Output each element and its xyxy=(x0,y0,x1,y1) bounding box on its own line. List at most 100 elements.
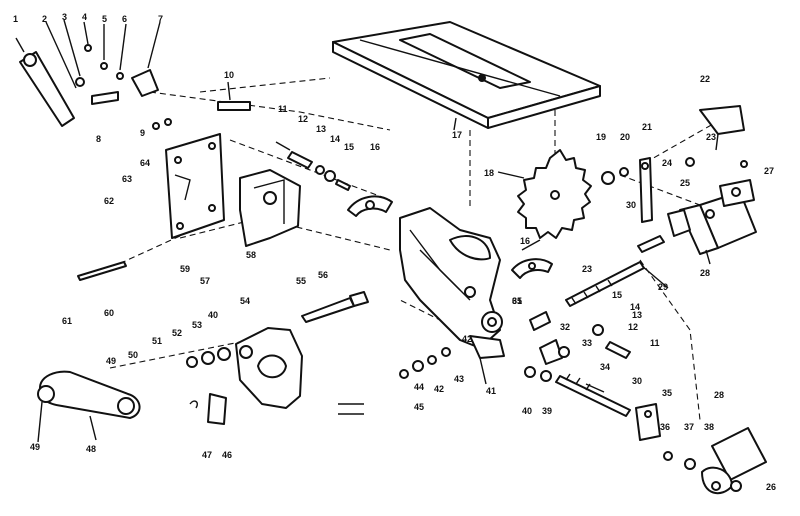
callout-17: 17 xyxy=(452,130,462,140)
callout-15-lower: 15 xyxy=(612,290,622,300)
trunnion-bracket xyxy=(239,169,301,247)
callout-5: 5 xyxy=(102,14,107,24)
callout-46: 46 xyxy=(222,450,232,460)
callout-10: 10 xyxy=(224,70,234,80)
callout-14-upper: 14 xyxy=(330,134,340,144)
callout-27: 27 xyxy=(764,166,774,176)
callout-25: 25 xyxy=(680,178,690,188)
callout-6: 6 xyxy=(122,14,127,24)
blank-marks xyxy=(338,403,364,415)
callout-9: 9 xyxy=(140,128,145,138)
callout-42-lower: 42 xyxy=(434,384,444,394)
handle-arm xyxy=(19,51,75,127)
link-46 xyxy=(189,393,227,425)
callout-22: 22 xyxy=(700,74,710,84)
link-35 xyxy=(635,403,661,441)
callout-47: 47 xyxy=(202,450,212,460)
pulley-stack xyxy=(186,347,231,368)
mount-plate-25 xyxy=(719,179,755,207)
callout-23-lower: 23 xyxy=(582,264,592,274)
callout-44: 44 xyxy=(414,382,424,392)
callout-3: 3 xyxy=(62,12,67,22)
callout-61: 61 xyxy=(62,316,72,326)
callout-13-upper: 13 xyxy=(316,124,326,134)
motor-yoke-casting xyxy=(399,207,505,359)
callout-16-upper: 16 xyxy=(370,142,380,152)
center-lower-washers xyxy=(399,347,451,379)
shaft-60 xyxy=(77,261,127,281)
blade-guard-16b xyxy=(511,258,553,279)
callout-49-top: 49 xyxy=(106,356,116,366)
callout-52: 52 xyxy=(172,328,182,338)
callout-12-lower: 12 xyxy=(628,322,638,332)
upper-hardware-stack xyxy=(275,141,351,191)
motor-upper xyxy=(667,191,757,255)
callout-58: 58 xyxy=(246,250,256,260)
callout-11-upper: 11 xyxy=(278,104,288,114)
callout-38: 38 xyxy=(704,422,714,432)
callout-35: 35 xyxy=(662,388,672,398)
blade-washer-19 xyxy=(601,167,629,185)
callout-55: 55 xyxy=(296,276,306,286)
callout-23-upper: 23 xyxy=(706,132,716,142)
callout-42-upper: 42 xyxy=(462,334,472,344)
callout-36: 36 xyxy=(660,422,670,432)
callout-24: 24 xyxy=(662,158,672,168)
callout-29: 29 xyxy=(658,282,668,292)
callout-28-lower: 28 xyxy=(714,390,724,400)
table-top xyxy=(332,21,601,129)
callout-16-lower: 16 xyxy=(520,236,530,246)
callout-65: 65 xyxy=(512,296,522,306)
callout-14-lower: 14 xyxy=(630,302,640,312)
callout-32: 32 xyxy=(560,322,570,332)
callout-54: 54 xyxy=(240,296,250,306)
callout-41: 41 xyxy=(486,386,496,396)
callout-18: 18 xyxy=(484,168,494,178)
motor-lower xyxy=(701,427,767,495)
callout-34: 34 xyxy=(600,362,610,372)
shaft-34 xyxy=(555,373,631,417)
callout-28-upper: 28 xyxy=(700,268,710,278)
callout-57: 57 xyxy=(200,276,210,286)
leader-lines xyxy=(15,19,711,443)
mounting-plate xyxy=(165,133,225,239)
callout-4a: 4 xyxy=(82,12,87,22)
callout-11-lower: 11 xyxy=(650,338,660,348)
callout-48: 48 xyxy=(86,444,96,454)
callout-60: 60 xyxy=(104,308,114,318)
callout-13-lower: 13 xyxy=(632,310,642,320)
callout-45: 45 xyxy=(414,402,424,412)
callout-39: 39 xyxy=(542,406,552,416)
small-hardware-right xyxy=(685,157,748,168)
callout-53: 53 xyxy=(192,320,202,330)
callout-20: 20 xyxy=(620,132,630,142)
callout-59: 59 xyxy=(180,264,190,274)
motor-bracket-22 xyxy=(699,105,745,151)
callout-63: 63 xyxy=(122,174,132,184)
callout-56: 56 xyxy=(318,270,328,280)
callout-37: 37 xyxy=(684,422,694,432)
callout-49-left: 49 xyxy=(30,442,40,452)
callout-19: 19 xyxy=(596,132,606,142)
callout-40-left: 40 xyxy=(208,310,218,320)
callout-1: 1 xyxy=(13,14,18,24)
callout-2: 2 xyxy=(42,14,47,24)
callout-64: 64 xyxy=(140,158,150,168)
callout-43: 43 xyxy=(454,374,464,384)
blade-guard-16a xyxy=(347,195,393,217)
callout-30-upper: 30 xyxy=(626,200,636,210)
lower-right-washers xyxy=(663,451,742,492)
link-21 xyxy=(639,157,653,223)
callout-62: 62 xyxy=(104,196,114,206)
callout-33: 33 xyxy=(582,338,592,348)
belt-guard xyxy=(235,327,303,409)
saw-blade xyxy=(517,149,592,239)
callout-31: 31 xyxy=(512,296,522,306)
callout-7: 7 xyxy=(158,14,163,24)
callout-8: 8 xyxy=(96,134,101,144)
drive-belt xyxy=(37,370,141,419)
callout-21: 21 xyxy=(642,122,652,132)
callout-26: 26 xyxy=(766,482,776,492)
